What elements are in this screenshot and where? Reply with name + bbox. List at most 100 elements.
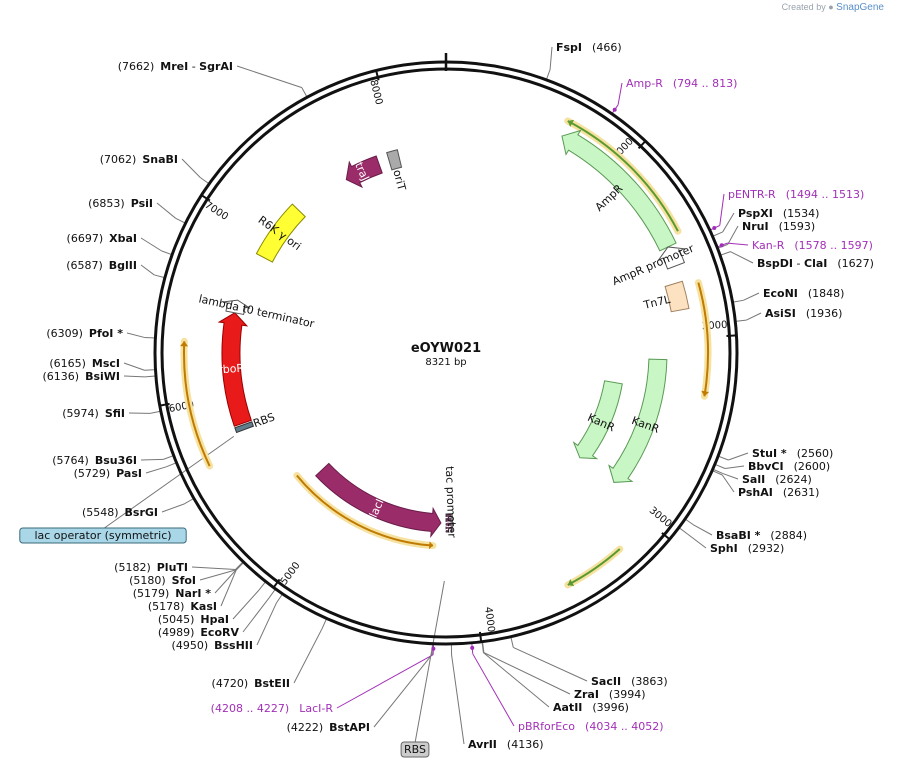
site-psii[interactable]: (6853)PsiI	[88, 197, 153, 210]
snapgene-icon: ●	[828, 2, 834, 12]
site-bsiwi[interactable]: (6136)BsiWI	[42, 370, 120, 383]
bp-tick-label: 5000	[279, 560, 303, 587]
lambda-t0-shape[interactable]	[222, 299, 251, 316]
site-bsabi[interactable]: BsaBI *(2884)	[716, 529, 807, 542]
site-ecorv[interactable]: (4989)EcoRV	[158, 626, 240, 639]
site-asisi[interactable]: AsiSI(1936)	[765, 307, 842, 320]
callout-lac-operator[interactable]: lac operator (symmetric)	[19, 527, 187, 544]
site-leader	[336, 654, 434, 709]
feature-kanr-outer[interactable]: KanR	[608, 358, 668, 483]
ampr-label: AmpR	[593, 182, 626, 214]
mrei-text: (7662)MreI - SgrAI	[118, 60, 233, 73]
site-zrai[interactable]: ZraI(3994)	[574, 688, 646, 701]
site-avrii[interactable]: AvrII(4136)	[468, 738, 543, 751]
tn7l-label: Tn7L	[641, 293, 672, 312]
site-hpai[interactable]: (5045)HpaI	[158, 613, 229, 626]
traj-shape[interactable]	[345, 155, 383, 189]
laci-shape[interactable]	[315, 462, 442, 539]
site-msci[interactable]: (6165)MscI	[49, 357, 120, 370]
site-sfii[interactable]: (5974)SfiI	[62, 407, 125, 420]
bp-tick-label: 7000	[203, 200, 230, 223]
feature-laci[interactable]: lacI	[315, 462, 442, 539]
site-nrui[interactable]: NruI(1593)	[742, 220, 815, 233]
site-pspxi[interactable]: PspXI(1534)	[738, 207, 819, 220]
site-bsrgi[interactable]: (5548)BsrGI	[82, 506, 158, 519]
site-kan-r-primer[interactable]: Kan-R(1578 .. 1597)	[719, 239, 873, 252]
site-pluti[interactable]: (5182) PluTI	[114, 561, 188, 574]
feature-r6k-ori[interactable]: R6K γ ori	[255, 203, 306, 263]
site-bsshii[interactable]: (4950)BssHII	[172, 639, 253, 652]
site-bsteii[interactable]: (4720)BstEII	[212, 677, 290, 690]
kan-r-green	[564, 545, 624, 589]
r6k-ori-shape[interactable]	[255, 203, 306, 263]
bspdi-pos: (1627)	[837, 257, 874, 270]
feature-ampr-promoter[interactable]: AmpR promoter	[610, 242, 696, 289]
site-kasi[interactable]: (5178)KasI	[148, 600, 217, 613]
pluti-pos: (5182)	[114, 561, 151, 574]
orit-label: oriT	[390, 168, 408, 192]
tn7l-shape[interactable]	[664, 280, 690, 313]
site-pbrforeco[interactable]: pBRforEco(4034 .. 4052)	[470, 645, 664, 733]
kanr-inner-shape[interactable]	[572, 380, 623, 460]
site-aatii[interactable]: AatII(3996)	[553, 701, 629, 714]
site-pentr-r[interactable]: pENTR-R(1494 .. 1513)	[712, 188, 864, 231]
site-xbai[interactable]: (6697)XbaI	[67, 232, 137, 245]
bspdi-name: BspDI	[757, 257, 793, 270]
callout-rbs-callout[interactable]: RBS	[400, 741, 430, 758]
ampr-shape[interactable]	[561, 129, 677, 252]
site-sphi[interactable]: SphI(2932)	[710, 542, 784, 555]
site-leader	[722, 473, 739, 480]
site-bspdi[interactable]: BspDI - ClaI(1627)	[757, 257, 874, 270]
credit-badge[interactable]: Created by ● SnapGene	[782, 2, 884, 13]
bglii-text: (6587)BglII	[66, 259, 137, 272]
feature-kanr-inner[interactable]: KanR	[572, 380, 623, 460]
site-leader	[728, 452, 749, 461]
callouts: lac operator (symmetric) RBS	[19, 527, 430, 758]
site-mrei[interactable]: (7662)MreI - SgrAI	[118, 60, 233, 73]
asisi-name: AsiSI	[765, 307, 796, 320]
bsabi-name: BsaBI *	[716, 529, 761, 542]
site-snabi[interactable]: (7062)SnaBI	[100, 153, 178, 166]
site-sacii[interactable]: SacII(3863)	[591, 675, 668, 688]
site-bsu36i[interactable]: (5764)Bsu36I	[52, 454, 137, 467]
site-pfoi[interactable]: (6309)PfoI *	[46, 327, 123, 340]
site-bstapi[interactable]: (4222)BstAPI	[287, 721, 370, 734]
feature-turborfp[interactable]: TurboRFP	[205, 312, 258, 427]
feature-tac-promoter[interactable]: tac promoter	[443, 466, 458, 539]
tac-promoter-label: tac promoter	[443, 466, 458, 539]
feature-lambda-t0[interactable]: lambda t0 terminator	[198, 292, 316, 330]
site-pasi[interactable]: (5729)PasI	[74, 467, 142, 480]
feature-traj[interactable]: traJ	[345, 155, 383, 189]
site-bglii[interactable]: (6587)BglII	[66, 259, 137, 272]
site-nari[interactable]: (5179)NarI *	[133, 587, 212, 600]
site-fspi[interactable]: FspI(466)	[556, 41, 622, 54]
site-sali[interactable]: SalI(2624)	[742, 473, 812, 486]
pentr-r-name: pENTR-R	[728, 188, 776, 201]
sfoi-name: SfoI	[172, 574, 196, 587]
feature-tn7l[interactable]: Tn7L	[641, 280, 690, 313]
feature-orit[interactable]: oriT	[386, 149, 409, 193]
rbs-shape[interactable]	[234, 421, 255, 434]
site-leader	[161, 503, 185, 513]
turborfp-shape[interactable]	[217, 312, 252, 427]
nari-name: NarI *	[175, 587, 211, 600]
kanr-outer-shape[interactable]	[608, 358, 668, 483]
site-laci-r[interactable]: (4208 .. 4227)LacI-R	[211, 646, 436, 715]
pluti-name: PluTI	[157, 561, 188, 574]
site-bbvci[interactable]: BbvCI(2600)	[748, 460, 830, 473]
site-econi[interactable]: EcoNI(1848)	[763, 287, 844, 300]
site-stui[interactable]: StuI *(2560)	[752, 447, 833, 460]
stui-text: StuI *(2560)	[752, 447, 833, 460]
site-pshai[interactable]: PshAI(2631)	[738, 486, 819, 499]
pasi-text: (5729)PasI	[74, 467, 142, 480]
pasi-name: PasI	[116, 467, 142, 480]
ecorv-name: EcoRV	[200, 626, 239, 639]
lac-arc-1	[293, 472, 437, 550]
zrai-name: ZraI	[574, 688, 599, 701]
orit-shape[interactable]	[386, 149, 403, 171]
tac-promoter-shape[interactable]	[450, 513, 454, 533]
site-sfoi[interactable]: (5180)SfoI	[129, 574, 196, 587]
ampr-promoter-shape[interactable]	[657, 246, 687, 270]
xbai-name: XbaI	[109, 232, 137, 245]
site-amp-r-primer[interactable]: Amp-R(794 .. 813)	[612, 77, 738, 112]
